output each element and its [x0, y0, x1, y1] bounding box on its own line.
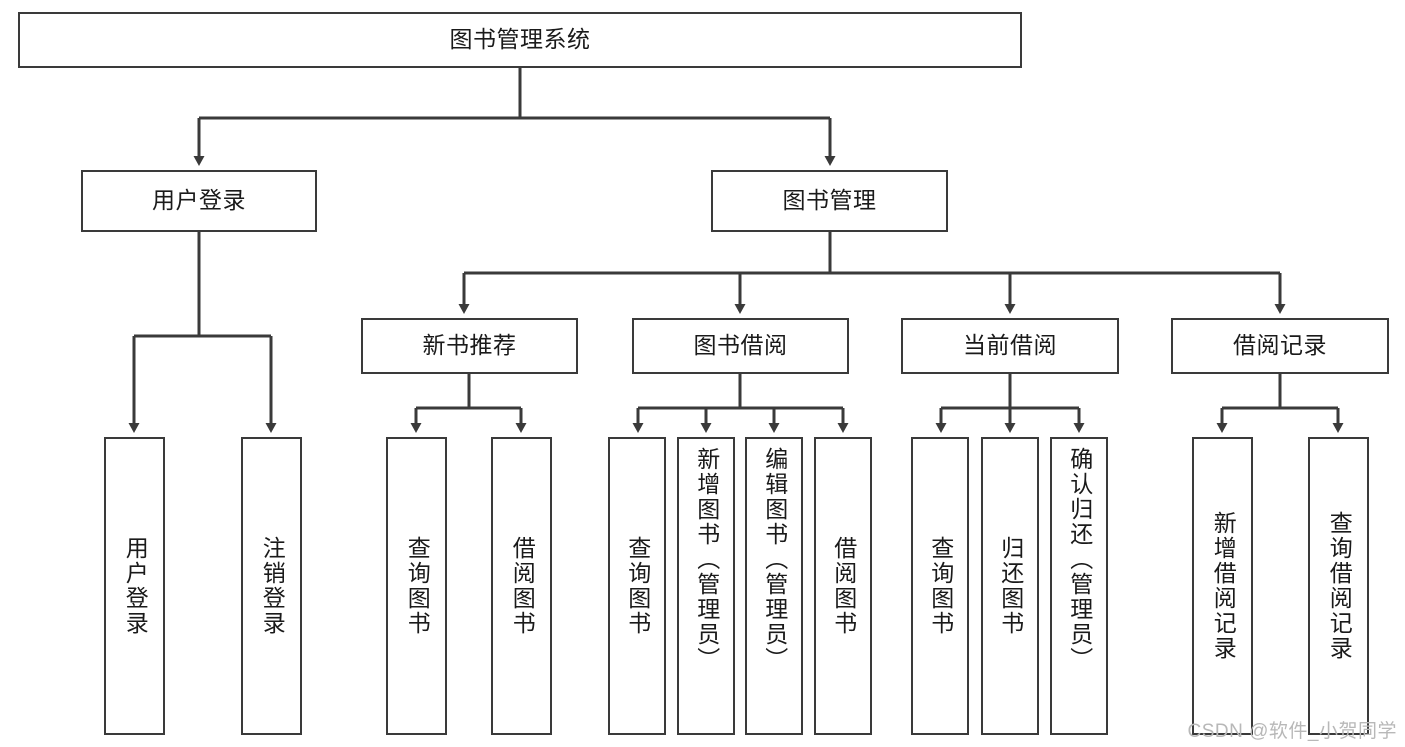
node-label: 借阅图书	[509, 536, 536, 636]
node-label: 确认归还（管理员）	[1066, 447, 1093, 672]
node-label: 用户登录	[122, 536, 149, 636]
leaf-query-book-borrow[interactable]: 查询图书	[608, 437, 666, 735]
node-label: 查询图书	[624, 536, 651, 636]
node-label: 图书借阅	[693, 332, 788, 359]
node-label: 查询图书	[927, 536, 954, 636]
leaf-add-book-admin[interactable]: 新增图书（管理员）	[677, 437, 735, 735]
csdn-watermark: CSDN @软件_小贺同学	[1187, 721, 1397, 742]
node-label: 归还图书	[997, 536, 1024, 636]
node-label: 借阅图书	[830, 536, 857, 636]
leaf-borrow-book[interactable]: 借阅图书	[814, 437, 872, 735]
node-label: 查询图书	[404, 536, 431, 636]
node-label: 注销登录	[259, 536, 286, 636]
node-label: 图书管理	[782, 187, 877, 214]
node-current-borrow[interactable]: 当前借阅	[901, 318, 1119, 374]
leaf-logout-login[interactable]: 注销登录	[241, 437, 302, 735]
leaf-add-borrow-record[interactable]: 新增借阅记录	[1192, 437, 1253, 735]
node-book-borrow[interactable]: 图书借阅	[632, 318, 849, 374]
node-new-book-recommend[interactable]: 新书推荐	[361, 318, 578, 374]
leaf-query-borrow-record[interactable]: 查询借阅记录	[1308, 437, 1369, 735]
node-label: 新书推荐	[422, 332, 517, 359]
node-borrow-record[interactable]: 借阅记录	[1171, 318, 1389, 374]
node-label: 查询借阅记录	[1326, 511, 1353, 661]
node-book-management[interactable]: 图书管理	[711, 170, 948, 232]
node-label: 借阅记录	[1233, 332, 1327, 359]
leaf-edit-book-admin[interactable]: 编辑图书（管理员）	[745, 437, 803, 735]
leaf-borrow-book-recommend[interactable]: 借阅图书	[491, 437, 552, 735]
node-label: 新增借阅记录	[1210, 511, 1237, 661]
node-user-login[interactable]: 用户登录	[81, 170, 317, 232]
node-label: 当前借阅	[963, 332, 1057, 359]
node-label: 图书管理系统	[449, 26, 591, 53]
leaf-confirm-return-admin[interactable]: 确认归还（管理员）	[1050, 437, 1108, 735]
node-label: 新增图书（管理员）	[693, 447, 720, 672]
node-root-book-management-system[interactable]: 图书管理系统	[18, 12, 1022, 68]
node-label: 编辑图书（管理员）	[761, 447, 788, 672]
leaf-return-book[interactable]: 归还图书	[981, 437, 1039, 735]
node-label: 用户登录	[152, 187, 246, 214]
leaf-query-book-recommend[interactable]: 查询图书	[386, 437, 447, 735]
leaf-user-login[interactable]: 用户登录	[104, 437, 165, 735]
leaf-query-book-current[interactable]: 查询图书	[911, 437, 969, 735]
